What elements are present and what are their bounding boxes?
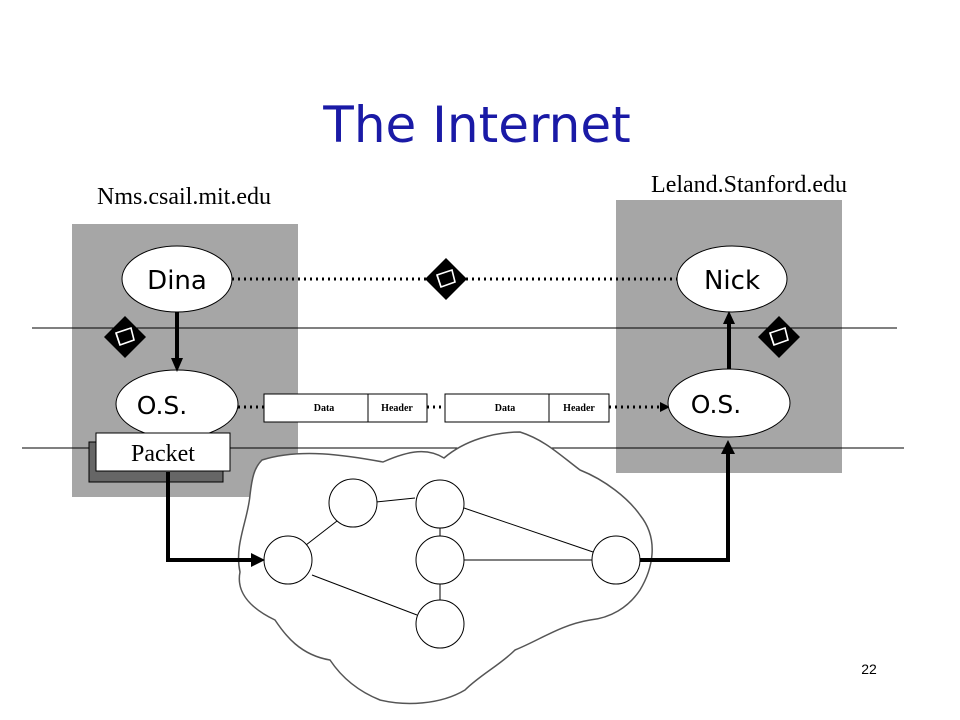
pencil-icon [104,316,146,358]
router-4 [415,599,465,649]
router-1 [328,478,378,528]
packet-1: Data Header [263,393,428,423]
os-to-nick-arrowhead [723,311,735,324]
dina-to-os-arrowhead [171,358,183,372]
nick-label: Nick [704,266,760,296]
router-5 [263,535,313,585]
router-3 [415,535,465,585]
os-dotted-arrowhead [660,402,670,412]
packet-2: Data Header [444,393,610,423]
left-os-label: O.S. [137,391,187,420]
network-edges [305,497,597,616]
packet-1-data: Data [314,403,335,414]
right-host-name: Leland.Stanford.edu [651,172,847,198]
network-to-os-path [640,452,730,562]
nick-node [676,245,788,313]
packet-label: Packet [131,441,195,467]
pencil-icon [425,258,467,300]
slide-title: The Internet [322,96,630,154]
packet-1-header: Header [381,403,413,414]
router-6 [591,535,641,585]
right-os-label: O.S. [691,390,741,419]
network-to-os-arrowhead [721,440,735,454]
page-number: 22 [861,661,877,677]
packet-label-box: Packet [88,432,231,483]
left-host-name: Nms.csail.mit.edu [97,184,271,210]
router-2 [415,479,465,529]
packet-to-network-path [166,472,254,562]
packet-to-network-arrowhead [251,553,265,567]
dina-label: Dina [147,266,207,296]
pencil-icon [758,316,800,358]
packet-2-data: Data [495,403,516,414]
packet-2-header: Header [563,403,595,414]
